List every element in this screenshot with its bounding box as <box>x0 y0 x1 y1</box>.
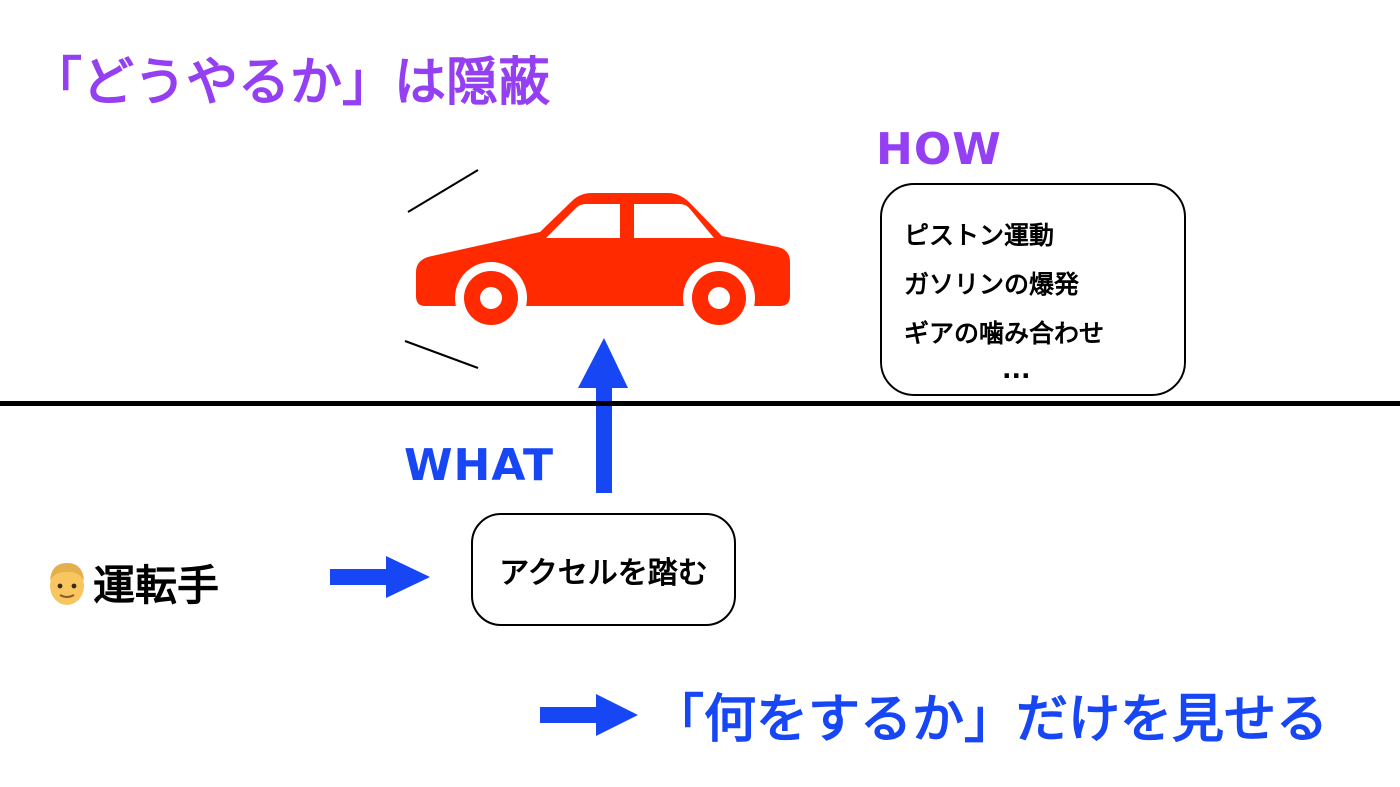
conclusion: 「何をするか」だけを見せる <box>540 677 1328 752</box>
how-item-piston: ピストン運動 <box>904 221 1055 250</box>
driver: 運転手 <box>45 552 219 613</box>
speed-lines-icon <box>404 169 479 369</box>
how-item-gasoline: ガソリンの爆発 <box>904 270 1080 299</box>
how-label: HOW <box>876 124 1002 175</box>
how-item-gear: ギアの噛み合わせ <box>904 319 1105 348</box>
boundary-line <box>0 401 1400 406</box>
man-face-icon <box>50 562 84 605</box>
conclusion-text: 「何をするか」だけを見せる <box>652 690 1329 750</box>
car-icon <box>416 193 790 334</box>
right-arrow-icon <box>540 693 638 736</box>
driver-label: 運転手 <box>93 561 220 610</box>
hidden-how-heading: 「どうやるか」は隠蔽 <box>30 53 551 113</box>
up-arrow-icon <box>578 338 628 493</box>
action-label: アクセルを踏む <box>499 555 708 591</box>
right-arrow-icon <box>330 556 430 598</box>
how-ellipsis: ... <box>1002 355 1031 384</box>
how-details-box: ピストン運動 ガソリンの爆発 ギアの噛み合わせ ... <box>880 183 1186 396</box>
car-illustration <box>404 169 790 369</box>
action-box: アクセルを踏む <box>471 513 736 626</box>
what-label: WHAT <box>404 440 555 491</box>
